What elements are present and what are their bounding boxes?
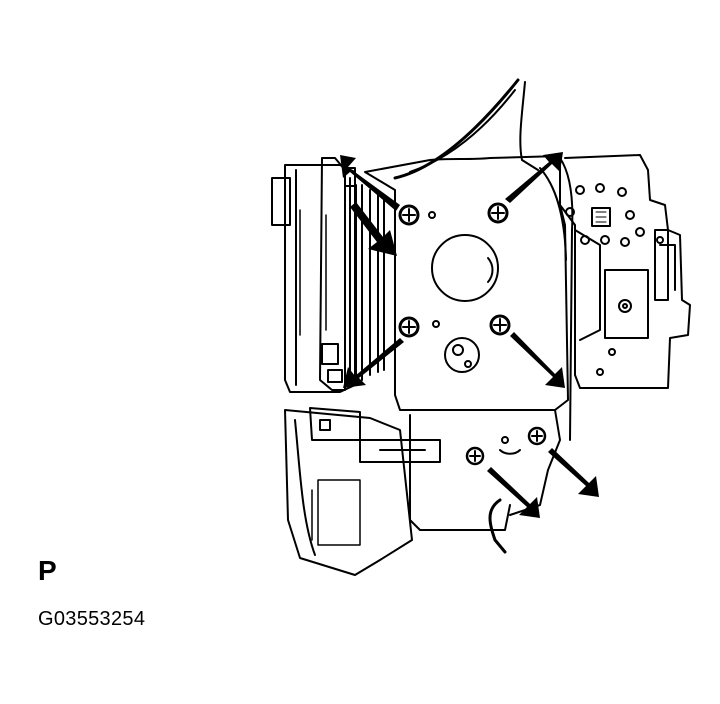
bold-arrow-icon xyxy=(340,155,400,211)
screw-upper-right xyxy=(487,202,509,224)
bold-arrow-icon xyxy=(350,202,397,256)
chip xyxy=(591,207,611,227)
bold-arrow-icon xyxy=(505,152,563,203)
screw-lower-right xyxy=(527,426,547,446)
screw-lower-left xyxy=(465,446,485,466)
screw-middle-left xyxy=(398,316,420,338)
bold-arrow-icon xyxy=(510,332,565,388)
bold-arrow-icon xyxy=(343,338,404,388)
right-control-board xyxy=(559,154,691,389)
main-mounting-plate xyxy=(364,155,569,411)
figure-code: G03553254 xyxy=(38,608,146,630)
bold-arrow-icon xyxy=(548,448,599,497)
lower-cover xyxy=(284,407,561,576)
center-bore xyxy=(431,234,499,302)
screw-upper-left xyxy=(398,204,420,226)
wire-harness xyxy=(393,78,539,180)
lower-bore xyxy=(444,337,480,373)
view-letter: P xyxy=(38,555,57,586)
screw-middle-right xyxy=(489,314,511,336)
bold-arrow-icon xyxy=(487,467,540,518)
left-switch-housing xyxy=(271,157,385,393)
side-wire xyxy=(539,157,574,441)
